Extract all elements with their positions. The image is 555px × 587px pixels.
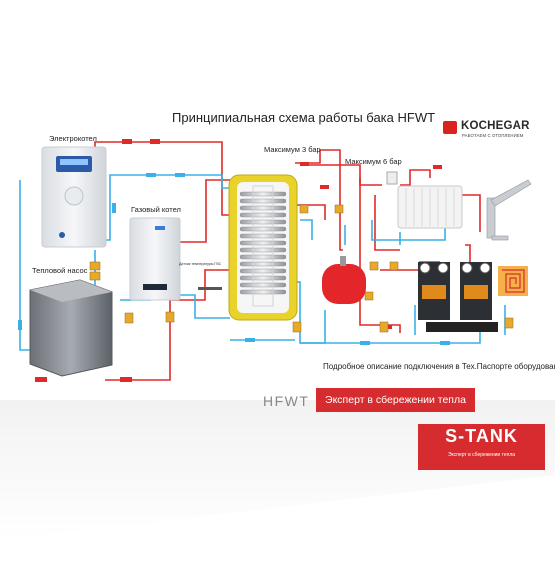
logo-tagline: РАБОТАЕМ С ОТОПЛЕНИЕМ [462, 133, 524, 138]
diagram-title: Принципиальная схема работы бака HFWT [172, 110, 436, 125]
manifold [426, 322, 498, 332]
label-sensor: Датчик температуры ГВС [179, 262, 222, 266]
logo-brand: KOCHEGAR [461, 120, 530, 132]
faucet [486, 179, 532, 241]
pump-group-left [418, 262, 450, 320]
slogan-banner [316, 388, 475, 412]
floor-shading [0, 400, 555, 540]
label-heat-pump: Тепловой насос [32, 266, 88, 275]
label-max-6-bar: Максимум 6 бар [345, 157, 402, 166]
slogan-text: Эксперт в сбережении тепла [325, 394, 466, 406]
temperature-sensor [198, 287, 222, 290]
gas-boiler [129, 217, 181, 301]
flame-logo-icon [443, 121, 457, 134]
heat-pump [29, 279, 113, 377]
electric-boiler [41, 146, 107, 248]
cold-flow-arrows [18, 173, 450, 345]
valves [89, 204, 514, 333]
label-electric-boiler: Электрокотел [49, 134, 97, 143]
stank-tagline: Эксперт в сбережении тепла [447, 452, 516, 458]
expansion-tank [322, 256, 366, 304]
hfwt-tank [228, 174, 298, 321]
model-name: HFWT [263, 393, 310, 409]
thermostat [386, 171, 398, 185]
stank-brand: S-TANK [445, 426, 518, 446]
label-max-3-bar: Максимум 3 бар [264, 145, 321, 154]
pump-group-right [460, 262, 492, 320]
label-gas-boiler: Газовый котел [131, 205, 181, 214]
stank-logo [418, 424, 545, 470]
radiator [397, 185, 463, 229]
description-note: Подробное описание подключения в Тех.Пас… [323, 362, 555, 371]
kochegar-logo: KOCHEGAR РАБОТАЕМ С ОТОПЛЕНИЕМ [443, 120, 555, 144]
underfloor-heating [498, 266, 528, 296]
